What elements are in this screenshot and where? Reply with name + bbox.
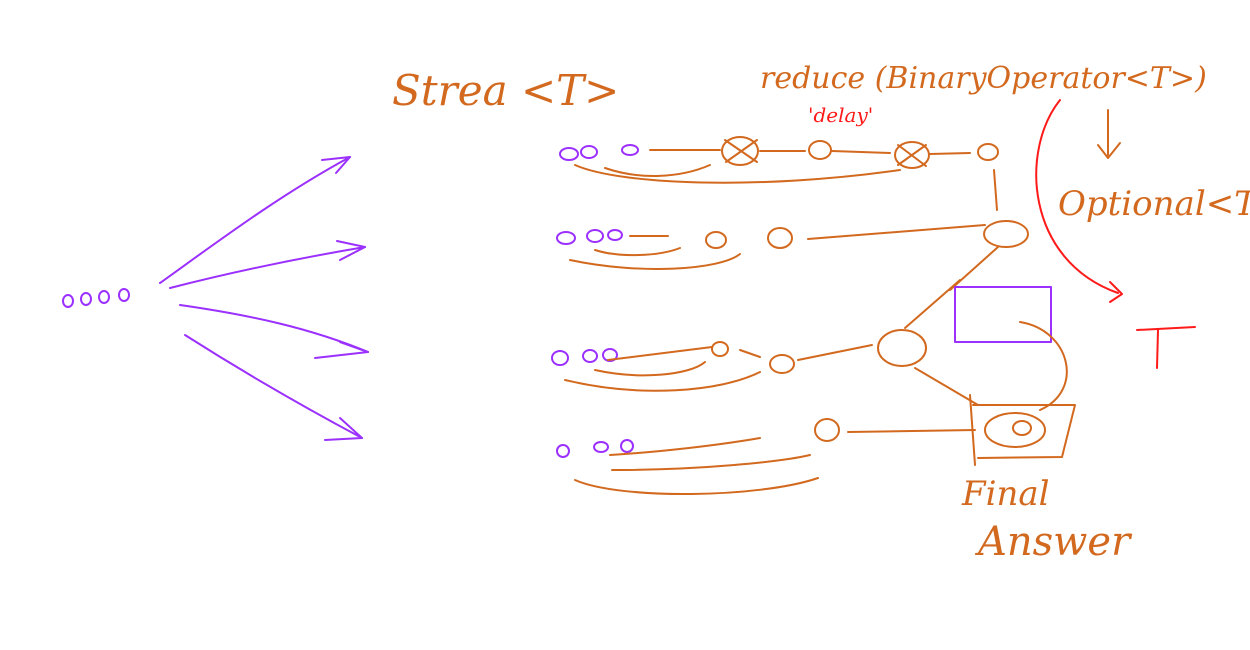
optional-label: Optional<T>	[1058, 184, 1250, 224]
chunk-row-4	[556, 418, 976, 495]
source-elements	[62, 288, 130, 308]
arrow-4	[184, 334, 363, 439]
combine-arrow	[1019, 321, 1068, 411]
chunk-row-3	[551, 279, 979, 406]
arrow-3	[179, 304, 369, 353]
reduce-label: reduce (BinaryOperator<T>)	[760, 61, 1207, 96]
row1-elements	[559, 144, 639, 161]
chunk-row-1	[559, 136, 999, 211]
arrow-2	[169, 246, 366, 289]
chunk-row-2	[556, 220, 1029, 291]
arrow-1	[159, 156, 351, 284]
t-result-glyph	[1136, 326, 1196, 369]
final-answer-line2: Answer	[974, 519, 1133, 565]
crossed-node-2	[894, 141, 930, 169]
fan-out-arrows	[159, 156, 369, 441]
crossed-node-1	[721, 136, 759, 166]
combine-box	[954, 286, 1052, 343]
stream-label: Strea <T>	[392, 66, 619, 115]
t-result-label: T	[1140, 344, 1141, 346]
final-answer-line1: Final	[961, 474, 1050, 514]
final-answer-box	[969, 394, 1076, 466]
t-result-arrow	[1035, 99, 1123, 303]
optional-arrow	[1097, 109, 1121, 159]
delay-note: 'delay'	[808, 103, 873, 127]
